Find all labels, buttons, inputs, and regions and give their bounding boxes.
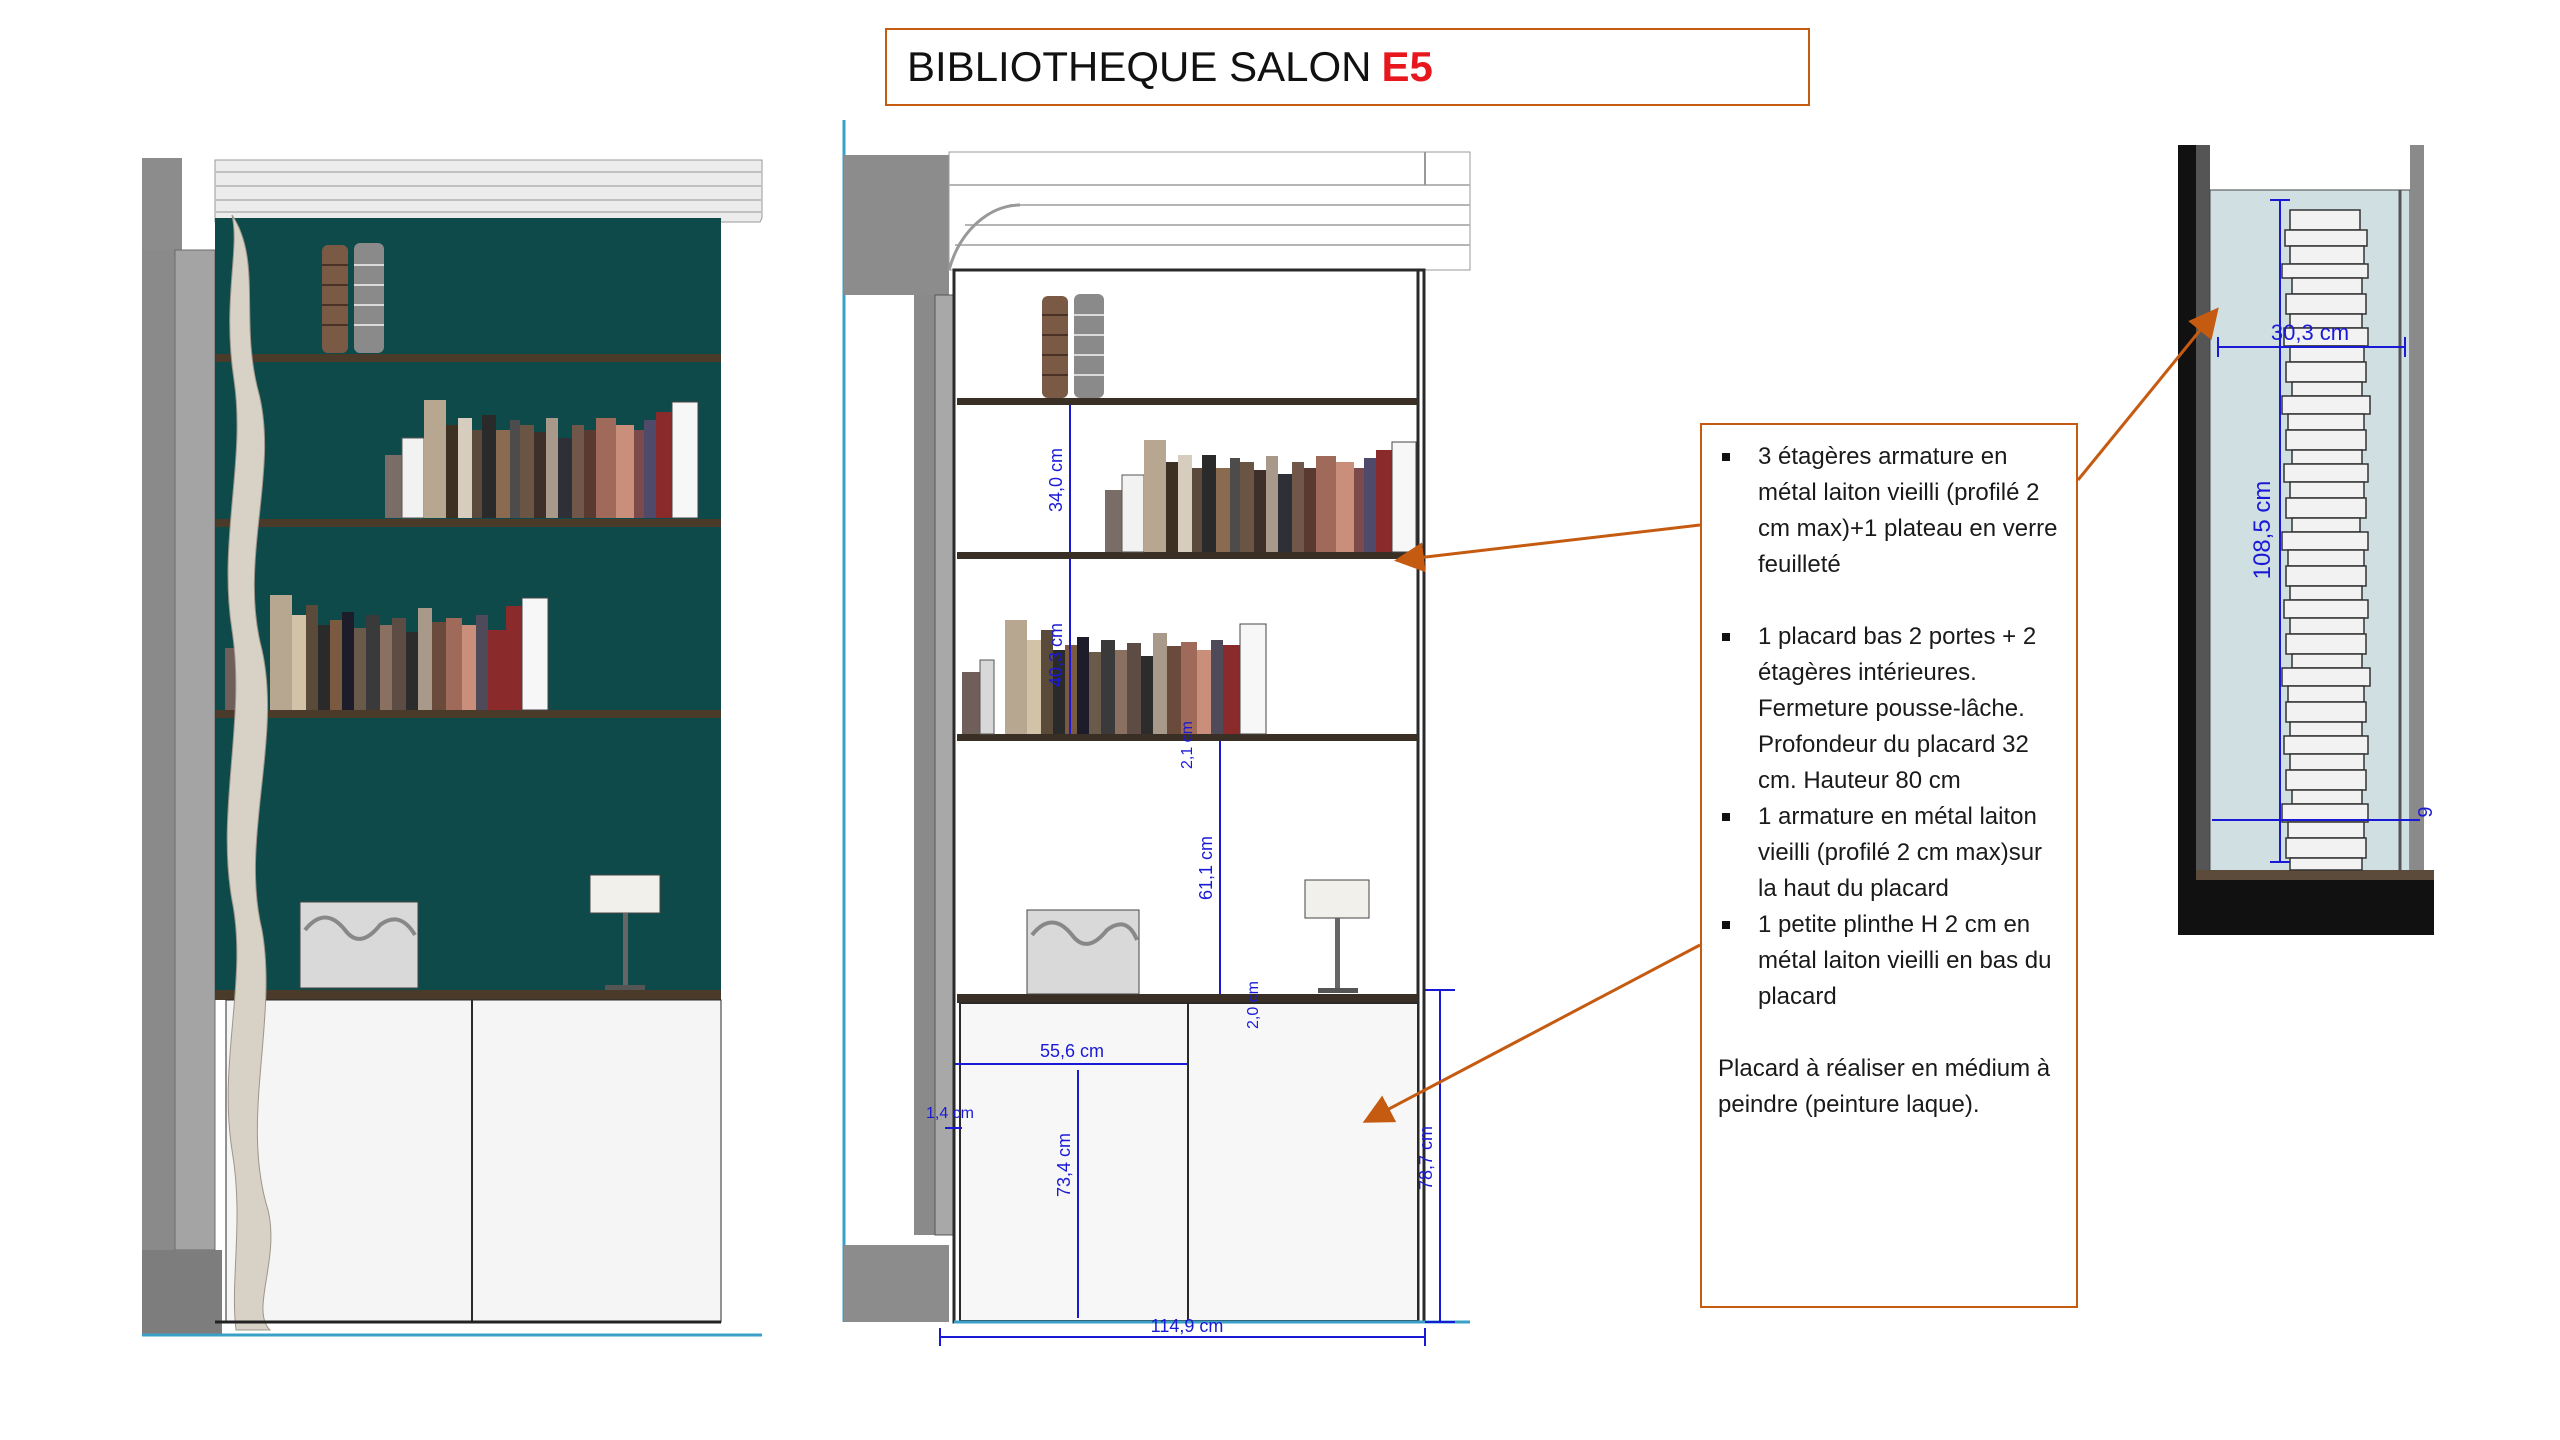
section-view [2178,145,2434,935]
left-teal-wall [215,218,721,996]
center-cornice [948,151,1471,271]
left-cabinet [225,999,722,1323]
dim-top-profile: 2,0 cm [1245,981,1262,1029]
dim-total-width: 114,9 cm [1151,1316,1224,1336]
section-dimensions [2212,199,2420,863]
dim-section-edge: 9 [2415,806,2437,817]
title-code: E5 [1381,43,1433,90]
title-text: BIBLIOTHEQUE SALON [907,43,1372,90]
dim-section-height: 108,5 cm [2249,481,2276,580]
center-vases [1042,294,1104,398]
notes-box: 3 étagères armature en métal laiton viei… [1700,423,2078,1308]
section-books [2281,209,2371,871]
dim-niche-height: 61,1 cm [1196,836,1216,900]
dim-shelf-2: 40,3 cm [1046,623,1066,687]
center-books-row-1 [1105,440,1417,553]
left-books-row-2 [225,595,549,711]
left-curtain [226,214,272,1331]
notes-list: 3 étagères armature en métal laiton viei… [1718,439,2064,1015]
leader-arrows [1362,307,2219,1123]
left-vases [322,243,384,353]
dim-shelf-height: 34,0 cm [1046,448,1066,512]
note-item: 3 étagères armature en métal laiton viei… [1718,439,2064,583]
left-books-row-1 [385,400,699,519]
notes-footer: Placard à réaliser en médium à peindre (… [1718,1055,2051,1118]
dim-side-gap: 1,4 cm [926,1105,974,1122]
note-item: 1 petite plinthe H 2 cm en métal laiton … [1718,907,2064,1015]
dimension-labels: 34,0 cm 40,3 cm 2,1 cm 61,1 cm 2,0 cm 55… [926,320,2437,1336]
dim-cabinet-height: 78,7 cm [1416,1126,1436,1190]
title-box: BIBLIOTHEQUE SALON E5 [885,28,1810,106]
left-picture [299,901,419,989]
note-item: 1 armature en métal laiton vieilli (prof… [1718,799,2064,907]
center-dimensions [939,405,1455,1346]
dim-door-width: 55,6 cm [1040,1041,1104,1061]
center-books-row-2 [962,620,1267,735]
note-item: 1 placard bas 2 portes + 2 étagères inté… [1718,619,2064,799]
left-lamp [589,874,661,990]
dim-section-depth: 30,3 cm [2271,320,2349,345]
dim-door-height: 73,4 cm [1054,1133,1074,1197]
elevation-technical [842,120,1471,1346]
center-lamp [1304,879,1370,993]
dim-shelf-thickness: 2,1 cm [1179,721,1196,769]
elevation-colored [142,158,763,1337]
